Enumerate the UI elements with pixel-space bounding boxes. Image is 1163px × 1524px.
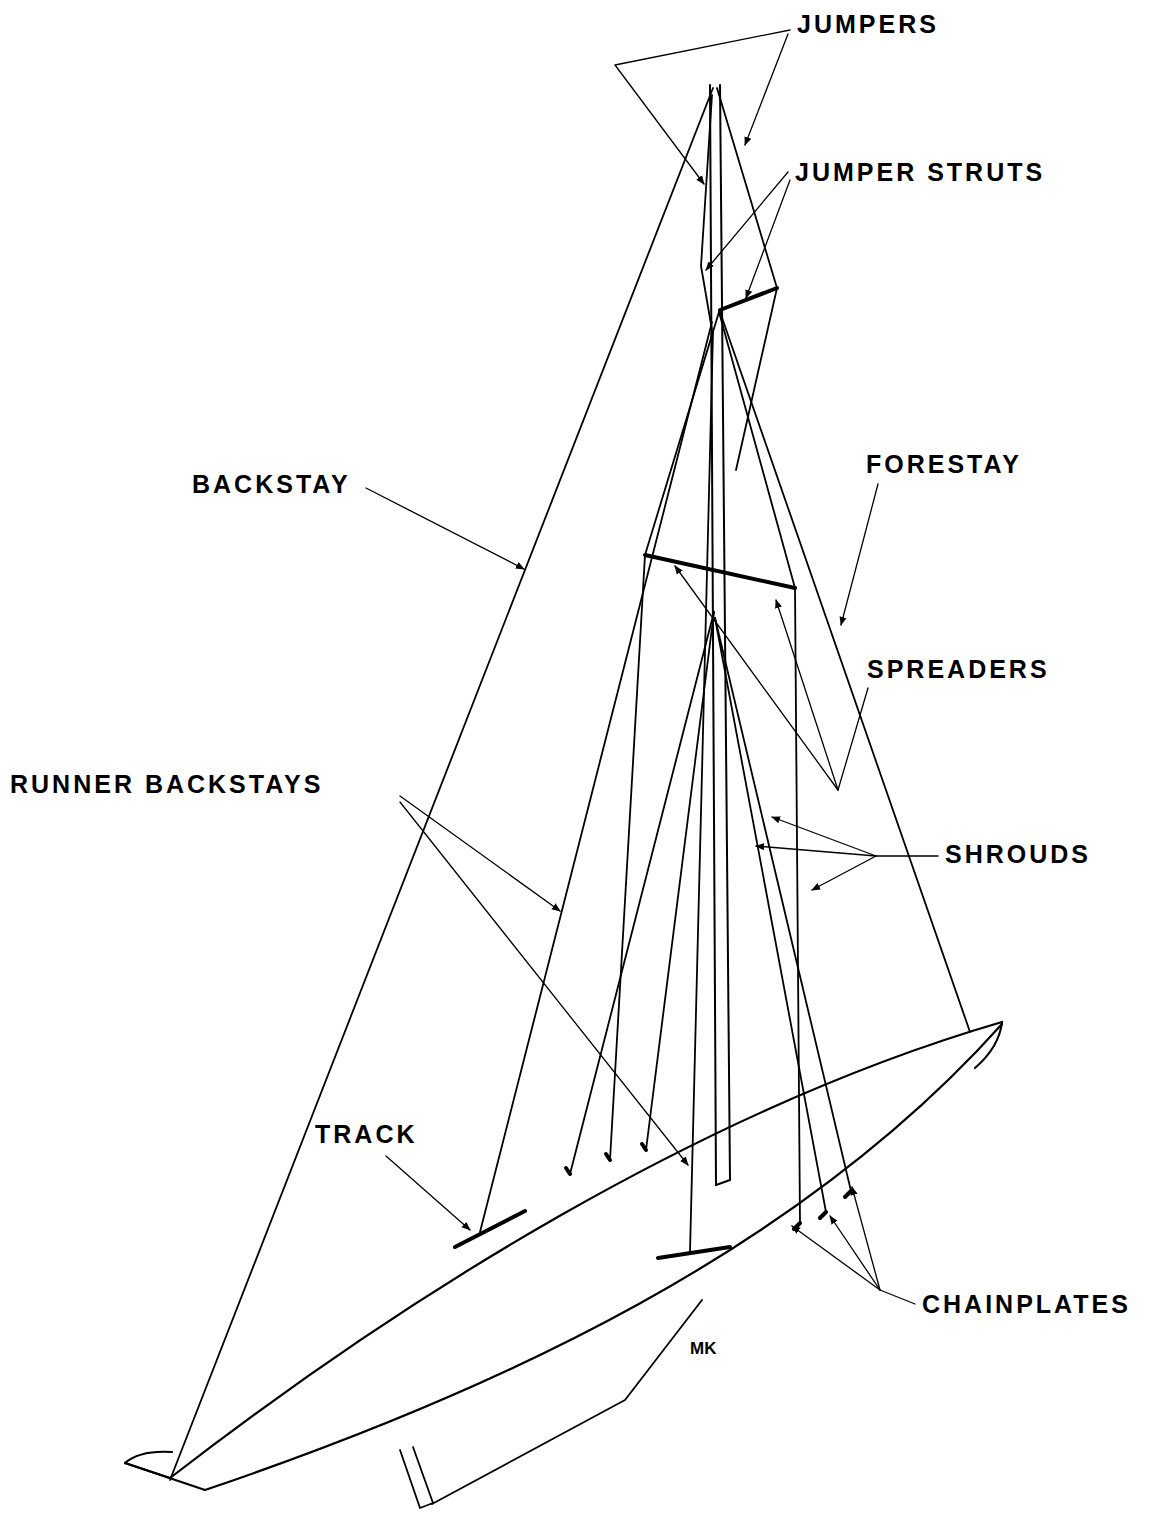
part-label: FORESTAY (866, 452, 1022, 477)
keel (400, 1300, 702, 1508)
leader-lines (366, 30, 938, 1304)
mast (710, 85, 730, 1185)
drafter-mark: MK (690, 1340, 716, 1357)
part-label: JUMPERS (797, 12, 939, 37)
chainplates (566, 1144, 851, 1229)
part-label: TRACK (315, 1122, 418, 1147)
track (455, 1211, 730, 1258)
part-label: BACKSTAY (192, 472, 351, 497)
spreaders (645, 288, 795, 588)
part-label: RUNNER BACKSTAYS (10, 772, 323, 797)
part-label: CHAINPLATES (922, 1292, 1131, 1317)
part-label: SPREADERS (867, 657, 1050, 682)
part-label: JUMPER STRUTS (795, 160, 1045, 185)
part-label: SHROUDS (945, 842, 1091, 867)
